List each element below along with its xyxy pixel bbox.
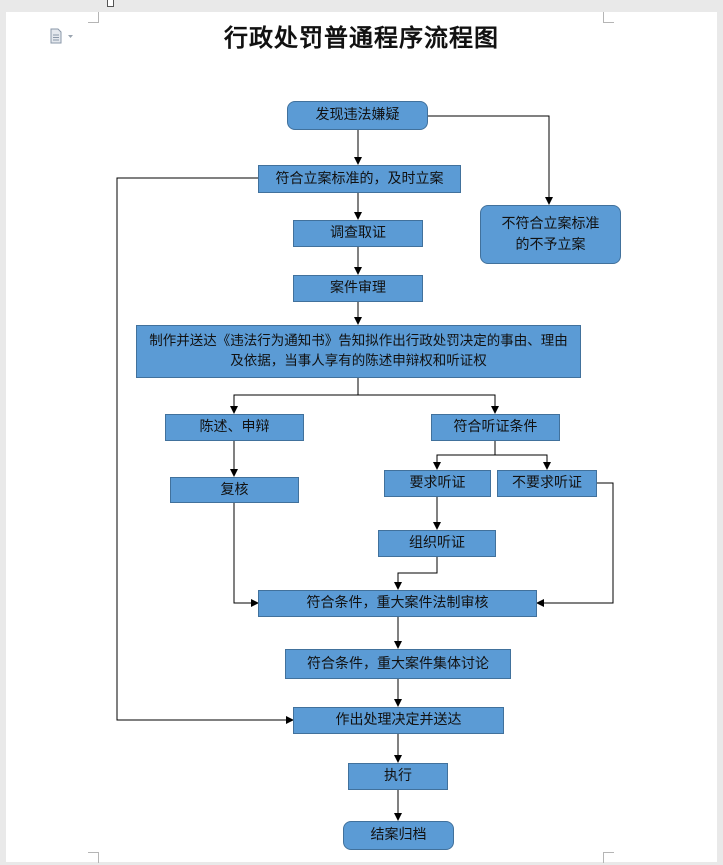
node-investigate: 调查取证 [293, 220, 423, 247]
node-meets-standard: 符合立案标准的，及时立案 [258, 165, 461, 193]
page-title: 行政处罚普通程序流程图 [224, 23, 499, 52]
node-organize-hearing: 组织听证 [378, 530, 496, 557]
margin-corner-mark [88, 12, 99, 23]
margin-corner-mark [603, 852, 614, 863]
node-review: 案件审理 [293, 275, 423, 302]
node-request-hearing: 要求听证 [384, 470, 491, 497]
ruler-marker [107, 0, 114, 7]
node-collective-discussion: 符合条件，重大案件集体讨论 [285, 649, 511, 679]
node-notify: 制作并送达《违法行为通知书》告知拟作出行政处罚决定的事由、理由及依据，当事人享有… [136, 325, 581, 378]
node-recheck: 复核 [170, 477, 299, 503]
node-statement: 陈述、申辩 [165, 414, 304, 441]
node-hearing-condition: 符合听证条件 [431, 414, 560, 441]
margin-corner-mark [88, 852, 99, 863]
node-legal-review: 符合条件，重大案件法制审核 [258, 590, 537, 617]
node-close: 结案归档 [343, 821, 454, 850]
document-icon[interactable] [48, 28, 76, 44]
node-decision: 作出处理决定并送达 [293, 707, 504, 734]
node-no-hearing: 不要求听证 [497, 470, 597, 497]
node-not-meet: 不符合立案标准的不予立案 [480, 205, 621, 264]
node-execute: 执行 [348, 763, 448, 790]
node-discover: 发现违法嫌疑 [287, 101, 428, 130]
margin-corner-mark [603, 12, 614, 23]
